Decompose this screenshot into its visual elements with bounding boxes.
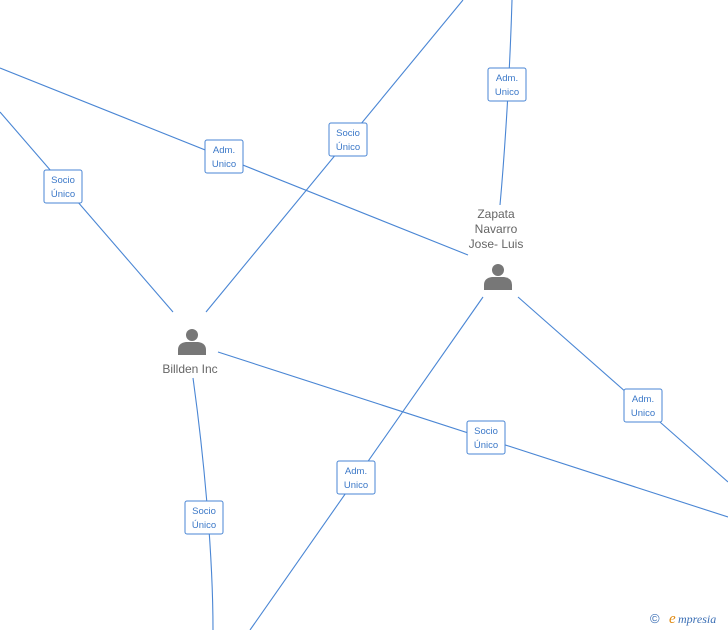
relation-label-5[interactable]: Socio Único (466, 420, 506, 455)
edge-top-to-zapata (499, 0, 513, 206)
brand-initial: e (669, 611, 676, 627)
relation-label-3[interactable]: Socio Único (43, 169, 83, 204)
relation-label-text: Único (51, 189, 75, 200)
relation-label-text: Socio (474, 426, 498, 437)
relation-label-text: Socio (336, 128, 360, 139)
person-name-line: Zapata (477, 207, 515, 221)
relation-label-text: Socio (192, 506, 216, 517)
relation-label-text: Unico (212, 159, 236, 170)
relation-label-7[interactable]: Socio Único (184, 500, 224, 535)
brand-name: mpresia (678, 612, 716, 626)
relation-label-text: Adm. (213, 145, 235, 156)
edge-left-to-billden (0, 111, 174, 313)
empresia-watermark: © e mpresia (650, 611, 716, 627)
relation-label-0[interactable]: Adm. Unico (487, 67, 527, 102)
relation-label-text: Unico (344, 480, 368, 491)
relation-label-text: Adm. (496, 73, 518, 84)
person-node-billden[interactable]: Billden Inc (162, 329, 218, 376)
relation-label-text: Socio (51, 175, 75, 186)
person-name-line: Billden Inc (162, 362, 217, 376)
relation-label-text: Unico (631, 408, 655, 419)
edge-zapata-to-right (517, 296, 728, 483)
person-icon (484, 264, 512, 290)
relation-label-text: Adm. (632, 394, 654, 405)
relation-label-text: Único (192, 520, 216, 531)
relation-label-2[interactable]: Adm. Unico (204, 139, 244, 174)
person-name-line: Navarro (475, 222, 518, 236)
relation-label-4[interactable]: Adm. Unico (623, 388, 663, 423)
relation-label-text: Unico (495, 87, 519, 98)
person-icon (178, 329, 206, 355)
person-node-zapata[interactable]: Zapata Navarro Jose- Luis (469, 207, 524, 290)
relation-label-1[interactable]: Socio Único (328, 122, 368, 157)
relation-label-text: Único (336, 142, 360, 153)
relation-label-text: Adm. (345, 466, 367, 477)
copyright-icon: © (650, 611, 660, 626)
person-name-line: Jose- Luis (469, 237, 524, 251)
relation-label-6[interactable]: Adm. Unico (336, 460, 376, 495)
relation-label-text: Único (474, 440, 498, 451)
